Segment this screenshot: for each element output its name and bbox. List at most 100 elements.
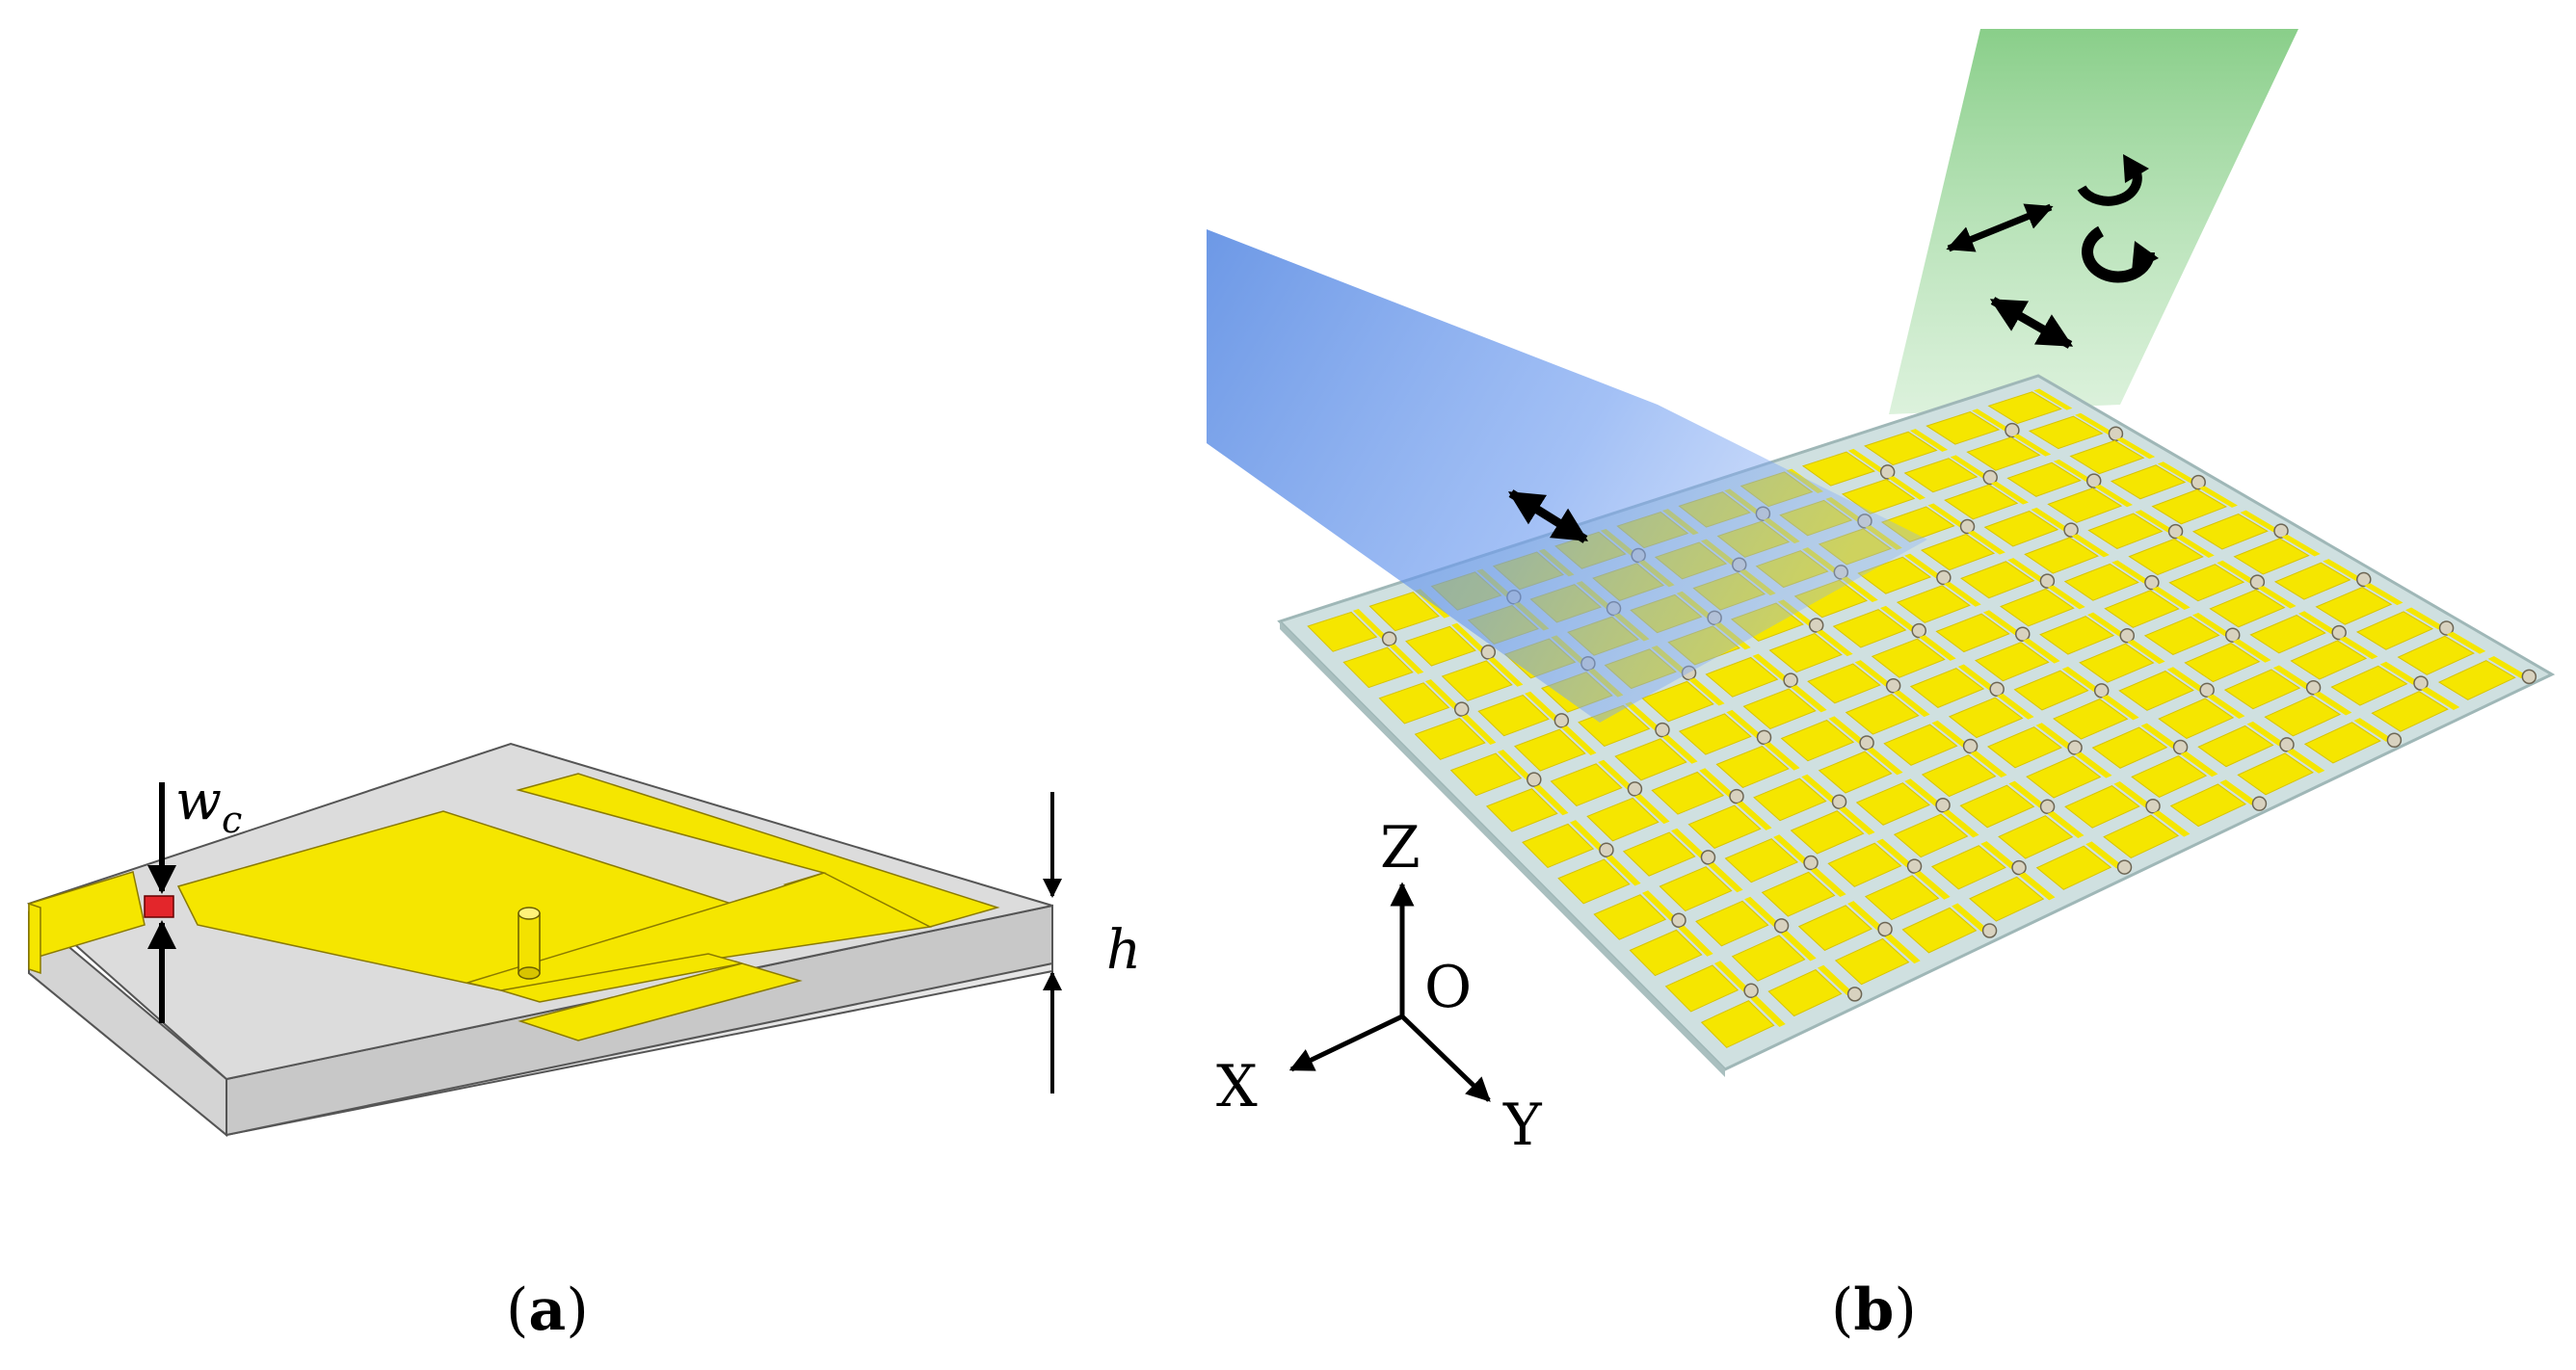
unit-cell-patch <box>1715 745 1790 788</box>
unit-cell-via <box>1989 681 2005 698</box>
unit-cell-arm <box>1525 691 1560 722</box>
unit-cell-arm <box>1389 644 1424 674</box>
unit-cell-patch <box>2143 616 2220 656</box>
unit-cell-via <box>1982 469 1998 486</box>
unit-cell-via <box>2331 624 2347 641</box>
unit-cell-arm <box>1533 784 1569 816</box>
unit-cell-patch <box>2000 588 2075 627</box>
caption-a: (a) <box>506 1277 589 1344</box>
unit-cell-arm <box>2219 779 2258 805</box>
unit-cell-arm <box>2286 749 2325 774</box>
unit-cell-patch <box>2197 725 2274 768</box>
unit-cell-patch <box>1641 680 1714 723</box>
unit-cell-arm <box>1352 609 1388 640</box>
panel-b: Z O X Y (b) <box>1207 29 2556 1344</box>
unit-cell-arm <box>1661 734 1698 764</box>
unit-cell-patch <box>2053 698 2129 740</box>
unit-cell-patch <box>1893 813 1969 858</box>
unit-cell-arm <box>2074 751 2112 778</box>
unit-cell-arm <box>1982 610 2021 636</box>
unit-cell-arm <box>2061 666 2100 692</box>
unit-cell-patch <box>1969 876 2045 922</box>
unit-cell-arm <box>1847 448 1886 473</box>
unit-cell-patch <box>2013 670 2089 711</box>
x-label: X <box>1216 1053 1258 1120</box>
unit-cell-via <box>1527 772 1542 787</box>
unit-cell-arm <box>1970 751 2007 778</box>
unit-cell-arm <box>1866 747 1903 776</box>
unit-cell-arm <box>2246 721 2285 747</box>
unit-cell-arm <box>1634 794 1670 825</box>
unit-cell-patch <box>1864 875 1940 921</box>
unit-cell-arm <box>2018 872 2056 901</box>
unit-cell-via <box>2015 626 2031 642</box>
unit-cell-patch <box>2184 643 2261 683</box>
caption-b: (b) <box>1831 1277 1917 1344</box>
unit-cell-arm <box>1972 408 2010 432</box>
unit-cell-arm <box>1791 685 1827 713</box>
unit-cell-arm <box>1904 778 1942 806</box>
unit-cell-arm <box>1893 690 1930 718</box>
h-label: h <box>1106 919 1141 982</box>
unit-cell-arm <box>2008 780 2046 808</box>
unit-cell-arm <box>2113 780 2151 808</box>
unit-cell-patch <box>2103 814 2180 859</box>
unit-cell-arm <box>2135 510 2174 533</box>
unit-cell-via <box>2167 523 2184 540</box>
unit-cell-arm <box>1818 964 1853 996</box>
unit-cell-arm <box>2446 631 2486 654</box>
unit-cell-patch <box>1593 894 1667 940</box>
unit-cell-arm <box>1598 759 1633 790</box>
unit-cell-arm <box>1952 903 1988 933</box>
unit-cell-arm <box>2140 723 2179 749</box>
unit-cell-via <box>2199 682 2215 698</box>
unit-cell-patch <box>1925 411 2001 445</box>
unit-cell-arm <box>2101 695 2139 721</box>
lower-arm-link <box>500 953 743 1003</box>
unit-cell-via <box>1803 855 1819 871</box>
unit-cell-via <box>2191 474 2206 490</box>
unit-cell-patch <box>2006 461 2082 497</box>
unit-cell-arm <box>2313 691 2352 716</box>
unit-cell-arm <box>2207 694 2245 719</box>
unit-cell-arm <box>1931 720 1969 748</box>
unit-cell-arm <box>2115 436 2156 460</box>
unit-cell-arm <box>2012 434 2052 457</box>
unit-cell-via <box>1877 921 1893 937</box>
unit-cell-patch <box>1901 907 1978 954</box>
unit-cell-via <box>1554 713 1570 728</box>
unit-cell-arm <box>1641 890 1678 922</box>
unit-cell-via <box>2521 669 2537 685</box>
unit-cell-arm <box>2007 558 2046 583</box>
unit-cell-via <box>1671 912 1686 929</box>
feed-strip-left-edge <box>28 902 41 975</box>
unit-cell-patch <box>2237 752 2314 796</box>
unit-cell-via <box>2273 523 2289 539</box>
unit-cell-patch <box>2047 487 2123 523</box>
unit-cell-patch <box>1522 823 1595 869</box>
unit-cell-patch <box>1790 810 1865 855</box>
unit-cell-arm <box>2047 811 2085 838</box>
unit-cell-via <box>2145 799 2161 814</box>
unit-cell-patch <box>2233 538 2310 575</box>
unit-cell-via <box>1906 858 1923 874</box>
unit-cell-via <box>1480 645 1497 660</box>
unit-cell-via <box>1783 672 1798 688</box>
unit-cell-arm <box>2071 534 2110 558</box>
unit-cell-arm <box>2404 607 2445 630</box>
unit-cell-arm <box>1876 838 1913 868</box>
unit-cell-patch <box>1827 842 1902 887</box>
unit-cell-arm <box>2127 639 2165 665</box>
unit-cell-arm <box>1841 576 1878 602</box>
unit-cell-patch <box>1414 717 1486 760</box>
unit-cell-patch <box>2437 660 2516 700</box>
unit-cell-via <box>1959 518 1976 535</box>
unit-cell-via <box>2085 473 2102 488</box>
unit-cell-patch <box>1935 613 2010 653</box>
unit-cell-patch <box>1678 713 1752 755</box>
unit-cell-patch <box>2087 513 2164 550</box>
origin-label: O <box>1424 954 1472 1021</box>
unit-cell-patch <box>1761 871 1836 917</box>
unit-cell-via <box>2305 679 2322 696</box>
